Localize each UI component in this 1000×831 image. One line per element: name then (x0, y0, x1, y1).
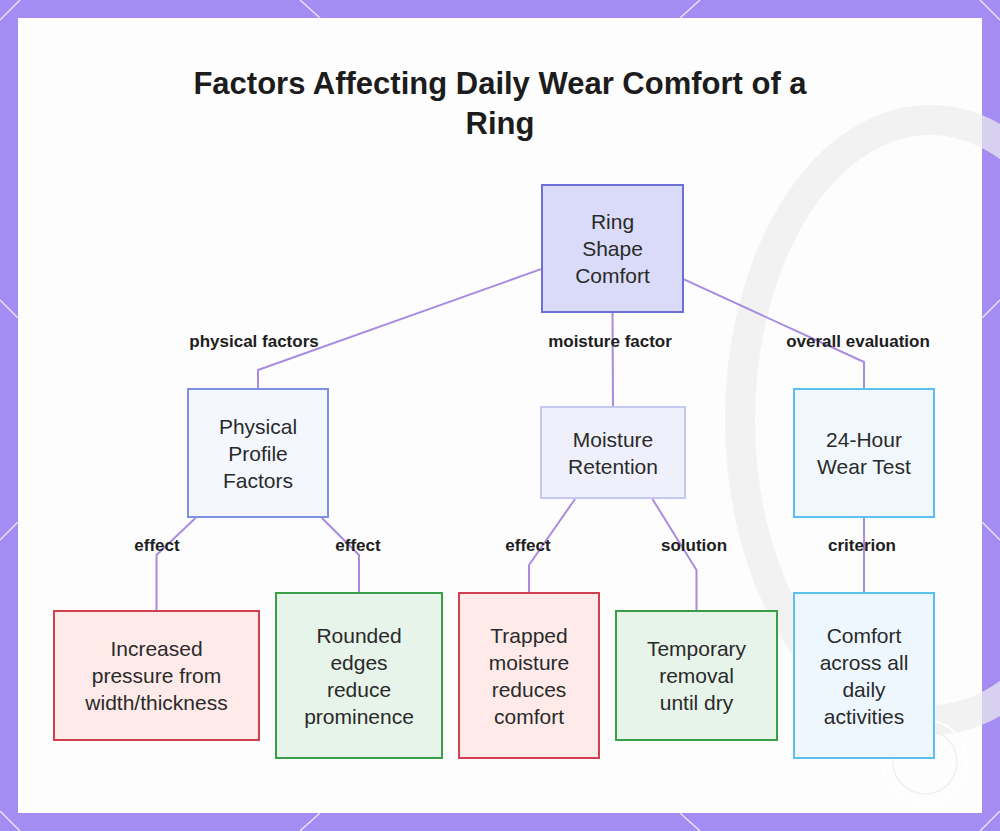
effect-box: Increased pressure from width/thickness (53, 610, 260, 741)
connector-line (157, 518, 196, 610)
category-box: Moisture Retention (540, 406, 686, 499)
solution-box: Rounded edges reduce prominence (275, 592, 443, 759)
node-label: 24-Hour Wear Test (815, 426, 913, 480)
edge-label: moisture factor (548, 332, 672, 352)
canvas-panel (18, 18, 982, 813)
connector-line (258, 269, 541, 388)
edge-label: effect (335, 536, 380, 556)
node-label: Increased pressure from width/thickness (78, 635, 235, 716)
connector-line (612, 313, 615, 406)
category-box: 24-Hour Wear Test (793, 388, 935, 518)
edge-label: solution (661, 536, 727, 556)
node-label: Comfort across all daily activities (815, 622, 913, 730)
edge-label: effect (134, 536, 179, 556)
criterion-box: Comfort across all daily activities (793, 592, 935, 759)
node-label: Rounded edges reduce prominence (302, 622, 416, 730)
node-label: Ring Shape Comfort (573, 208, 652, 289)
root-box: Ring Shape Comfort (541, 184, 684, 313)
solution-box: Temporary removal until dry (615, 610, 778, 741)
edge-label: physical factors (189, 332, 318, 352)
node-label: Temporary removal until dry (642, 635, 751, 716)
node-label: Moisture Retention (562, 426, 664, 480)
node-label: Physical Profile Factors (209, 413, 307, 494)
edge-label: criterion (828, 536, 896, 556)
category-box: Physical Profile Factors (187, 388, 329, 518)
node-label: Trapped moisture reduces comfort (480, 622, 578, 730)
diagram-title: Factors Affecting Daily Wear Comfort of … (180, 64, 820, 144)
edge-label: effect (505, 536, 550, 556)
effect-box: Trapped moisture reduces comfort (458, 592, 600, 759)
edge-label: overall evaluation (786, 332, 930, 352)
